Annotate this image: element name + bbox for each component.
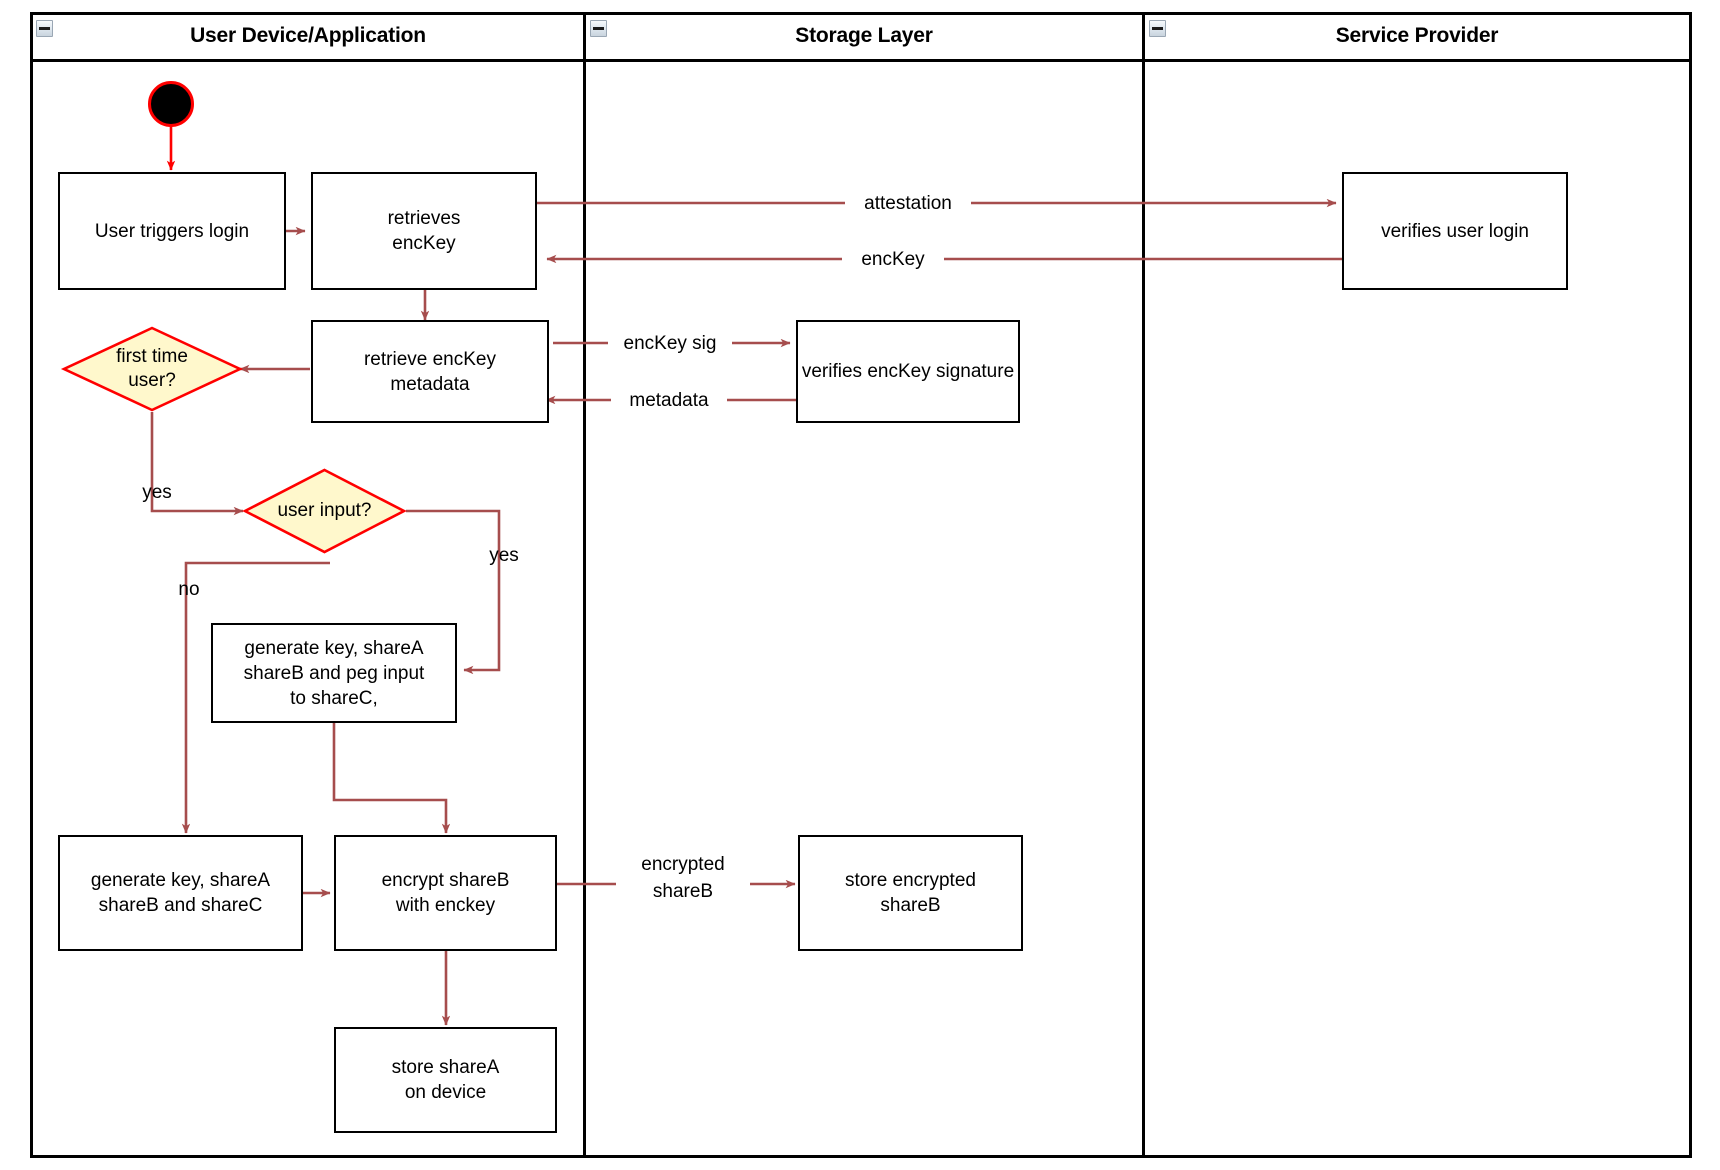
edge-label-first-time-yes: yes [142, 482, 172, 503]
node-label: verifies user login [1381, 220, 1529, 242]
node-label: generate key, shareA shareB and peg inpu… [243, 637, 425, 709]
node-label: User triggers login [94, 220, 250, 242]
node-retrieves-enckey[interactable]: retrieves encKey [311, 172, 537, 290]
minus-square-icon-lane-service-provider[interactable] [1149, 20, 1166, 37]
lane-title-storage: Storage Layer [795, 24, 933, 47]
node-generate-shares[interactable]: generate key, shareA shareB and shareC [58, 835, 303, 951]
edge-label-attestation: attestation [845, 192, 971, 215]
decision-first-time-user[interactable]: first time user? [60, 326, 244, 412]
edge-label-user-input-no: no [178, 579, 200, 600]
node-encrypt-shareb[interactable]: encrypt shareB with enckey [334, 835, 557, 951]
node-label: verifies encKey signature [801, 361, 1015, 382]
lane-divider-1 [583, 12, 586, 1158]
node-label: store shareA on device [391, 1057, 500, 1103]
edge-label-enckey-sig: encKey sig [608, 332, 732, 355]
edge-label-enckey: encKey [842, 248, 944, 271]
node-label: store encrypted shareB [845, 870, 976, 916]
node-label: retrieves encKey [387, 208, 461, 254]
edge-label-user-input-yes: yes [489, 545, 519, 566]
minus-square-icon-lane-user-device[interactable] [36, 20, 53, 37]
node-retrieve-enckey-metadata[interactable]: retrieve encKey metadata [311, 320, 549, 423]
node-label: encrypt shareB with enckey [381, 870, 510, 916]
lane-divider-2 [1142, 12, 1145, 1158]
node-label: generate key, shareA shareB and shareC [90, 870, 271, 916]
node-store-sharea-on-device[interactable]: store shareA on device [334, 1027, 557, 1133]
node-label: retrieve encKey metadata [363, 348, 496, 395]
edge-label-encrypted-shareb: encrypted shareB [616, 851, 750, 905]
node-verifies-enckey-signature[interactable]: verifies encKey signature [796, 320, 1020, 423]
edge-label-metadata: metadata [611, 389, 727, 412]
lane-header-separator [30, 59, 1692, 62]
node-generate-peg-input[interactable]: generate key, shareA shareB and peg inpu… [211, 623, 457, 723]
minus-square-icon-lane-storage[interactable] [590, 20, 607, 37]
decision-user-input[interactable]: user input? [242, 468, 407, 554]
node-verifies-user-login[interactable]: verifies user login [1342, 172, 1568, 290]
node-user-triggers-login[interactable]: User triggers login [58, 172, 286, 290]
initial-node [148, 81, 194, 127]
lane-title-user-device: User Device/Application [190, 24, 426, 47]
lane-title-service-provider: Service Provider [1335, 24, 1499, 47]
swimlane-frame [30, 12, 1692, 1158]
node-store-encrypted-shareb[interactable]: store encrypted shareB [798, 835, 1023, 951]
